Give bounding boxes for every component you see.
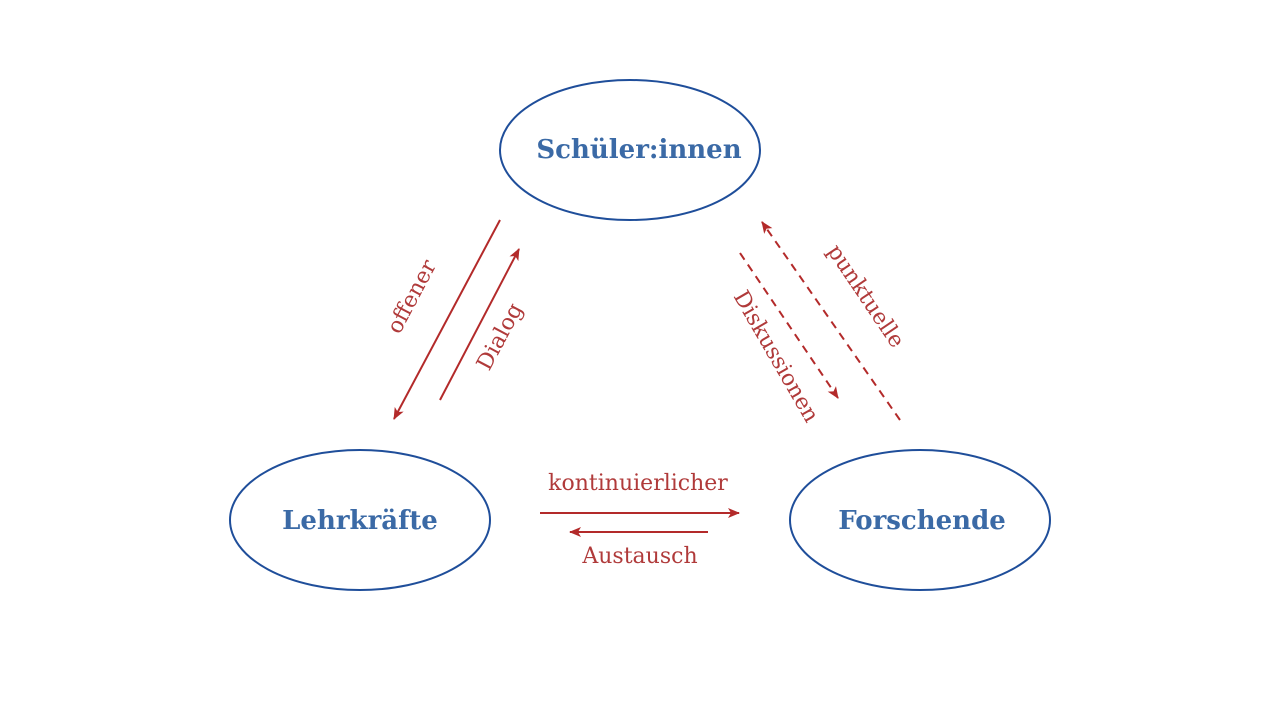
arrow-to-lehrkraefte <box>393 219 501 420</box>
node-lehrkraefte-ellipse <box>229 449 491 591</box>
edge-label-offener: offener <box>383 256 443 338</box>
node-schueler-ellipse <box>499 79 761 221</box>
arrow-to-forschende-dashed <box>739 252 839 399</box>
edge-label-austausch: Austausch <box>581 544 697 569</box>
node-forschende: Forschende <box>789 449 1051 591</box>
edge-label-diskussionen: Diskussionen <box>728 287 823 427</box>
arrow-to-schueler-dashed <box>761 221 901 421</box>
node-lehrkraefte: Lehrkräfte <box>229 449 491 591</box>
edge-label-dialog: Dialog <box>472 299 528 374</box>
edge-label-punktuelle: punktuelle <box>822 240 909 353</box>
edge-schueler-forschende: punktuelle Diskussionen <box>728 221 909 427</box>
node-schueler-label: Schüler:innen <box>536 135 741 165</box>
arrow-to-schueler <box>439 248 520 401</box>
node-schueler: Schüler:innen <box>499 79 761 221</box>
node-forschende-ellipse <box>789 449 1051 591</box>
edge-lehrkraefte-forschende: kontinuierlicher Austausch <box>540 471 740 569</box>
node-forschende-label: Forschende <box>838 506 1006 536</box>
edge-label-kontinuierlicher: kontinuierlicher <box>548 471 728 496</box>
node-lehrkraefte-label: Lehrkräfte <box>282 506 438 536</box>
edge-schueler-lehrkraefte: offener Dialog <box>383 219 528 420</box>
